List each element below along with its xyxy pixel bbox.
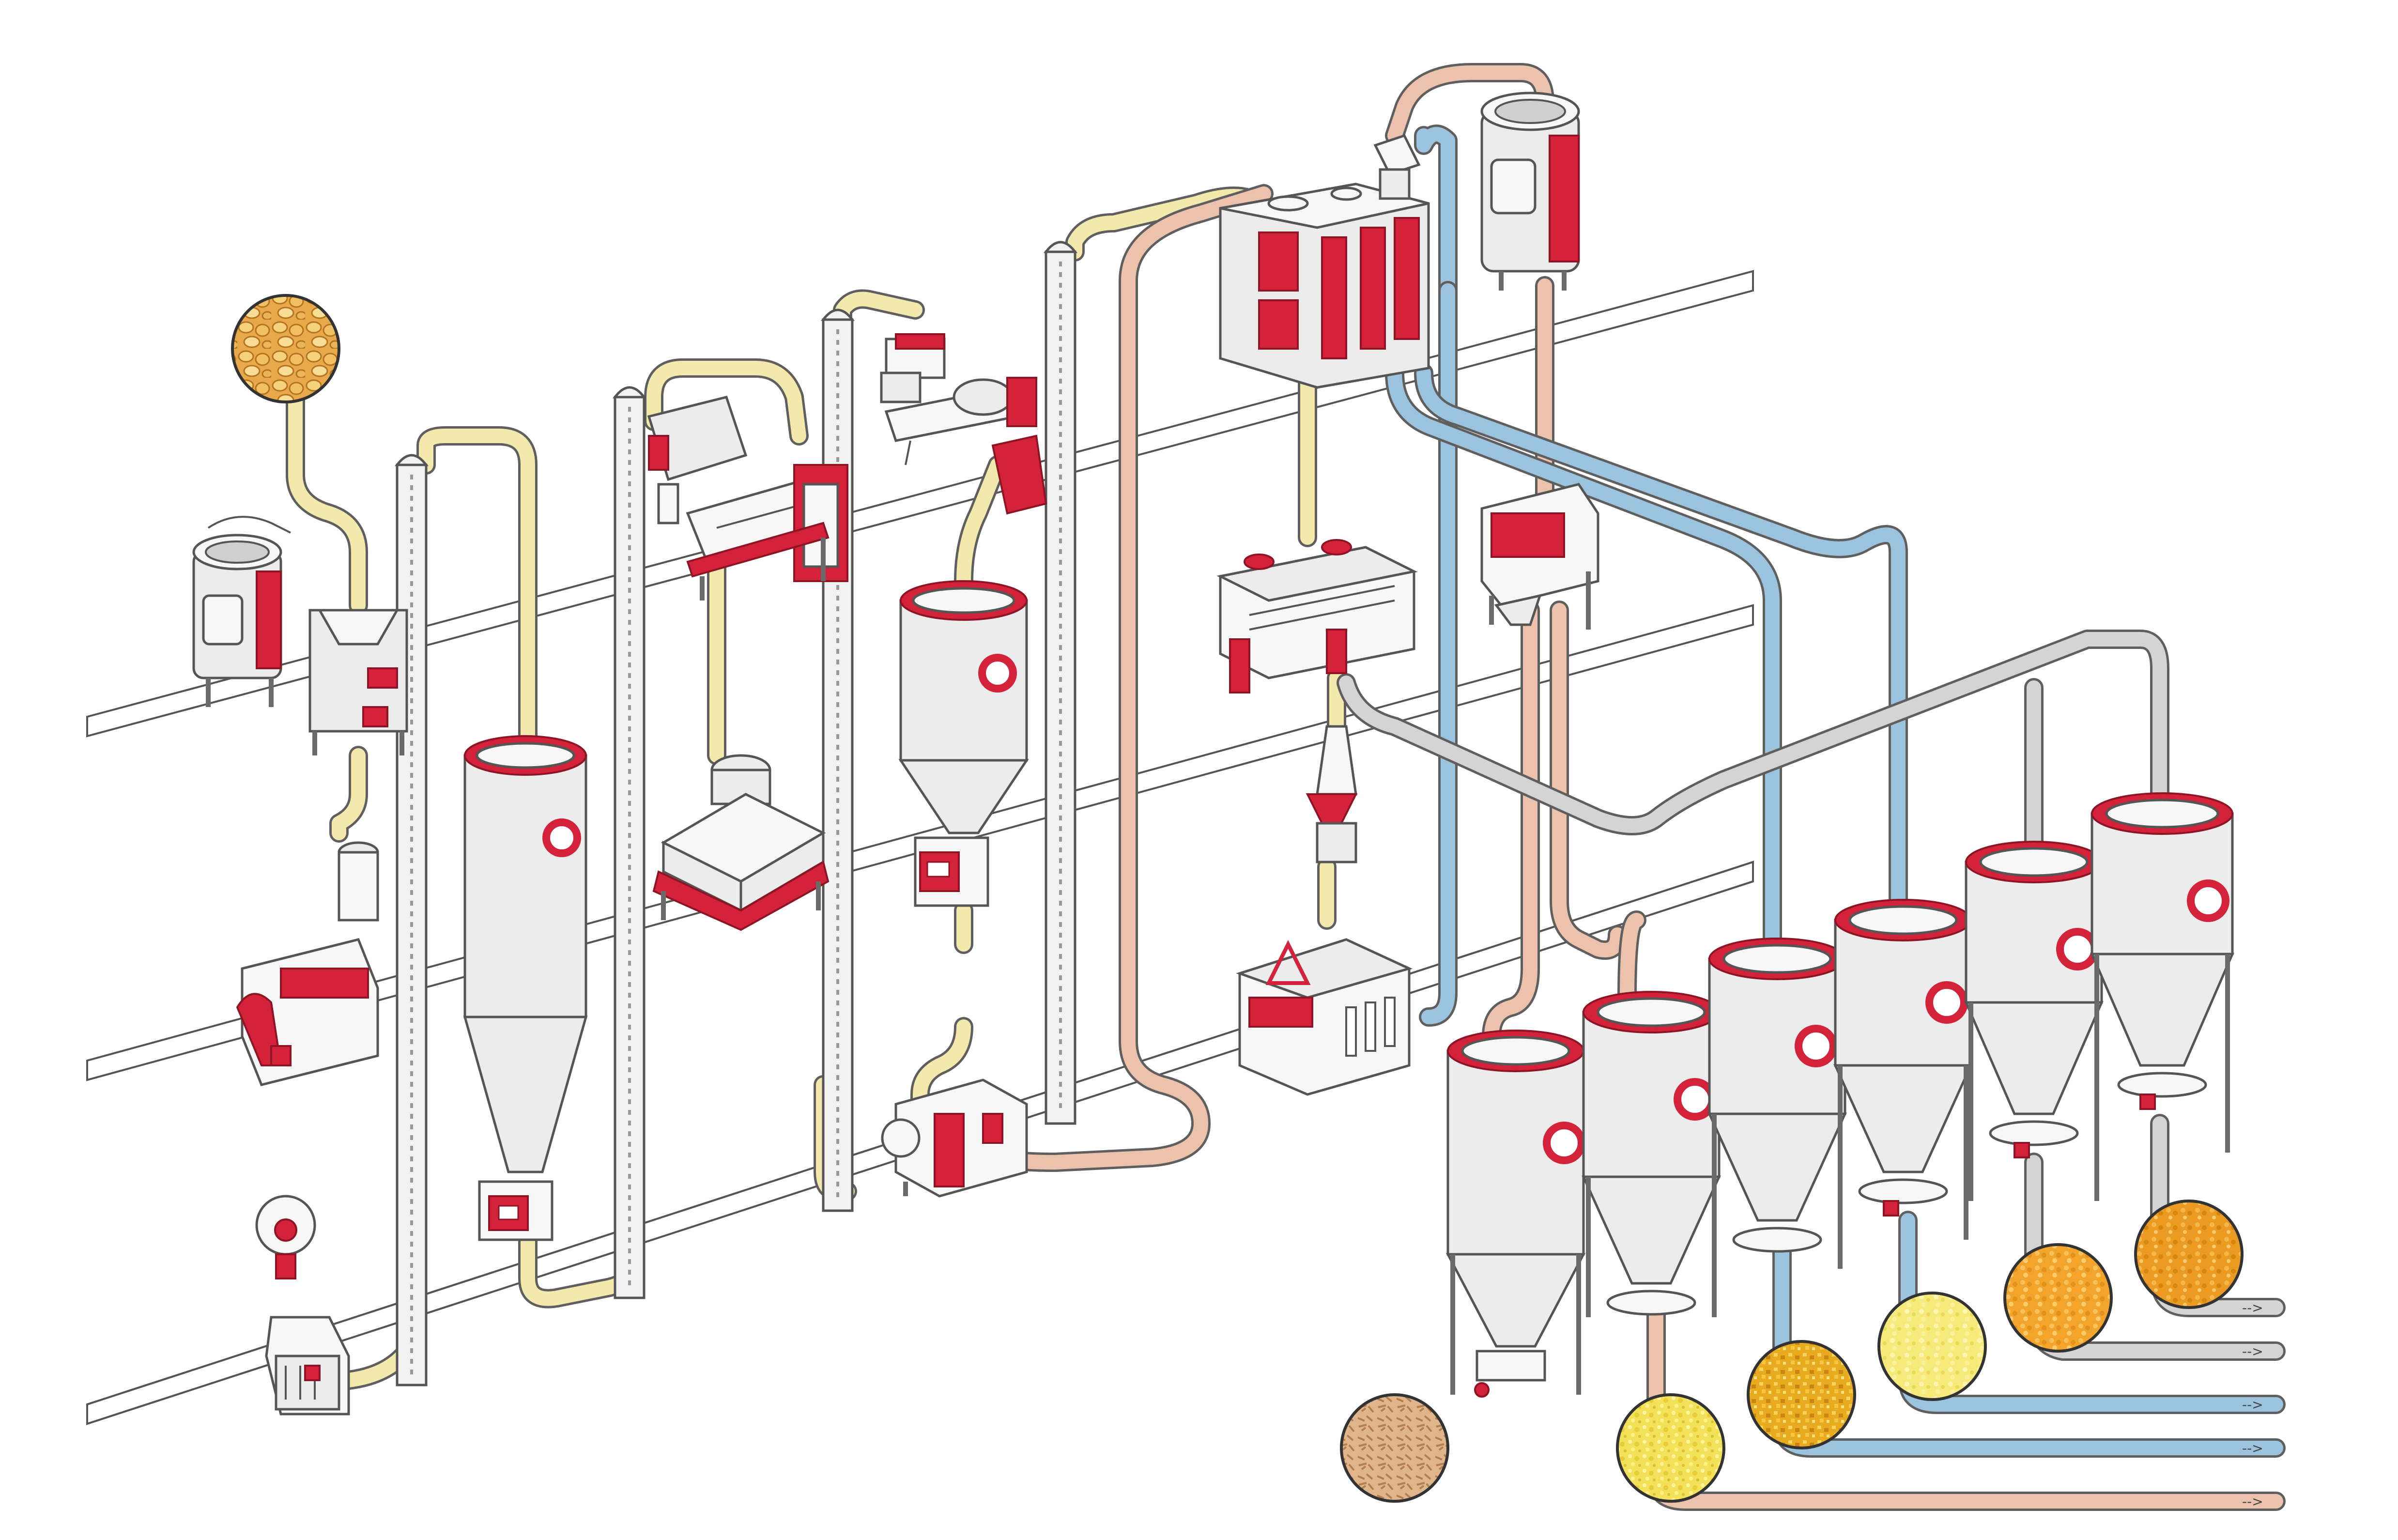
- airlock-cyclone-small: [1373, 134, 1421, 200]
- output-arrow-4: -->: [2242, 1440, 2263, 1456]
- bucket-elevator-3: [820, 308, 855, 1212]
- arrow-right-icon: -->: [2242, 1343, 2263, 1359]
- arrow-right-icon: -->: [2242, 1300, 2263, 1316]
- product-silo-4: [1833, 899, 1973, 1240]
- roller-mill-ground: [1236, 938, 1413, 1096]
- output-arrow-5: -->: [2242, 1494, 2263, 1509]
- scourer-middle-left: [236, 841, 379, 1086]
- plansifter-top: [1219, 183, 1430, 389]
- maize-grits-icon: [1747, 1340, 1856, 1449]
- bran-icon: [1340, 1393, 1449, 1503]
- bran-finisher-middle: [1480, 483, 1599, 630]
- cyclone-filter-right: [1480, 92, 1580, 291]
- separator-top-left: [308, 609, 408, 755]
- coarse-grits-icon: [2003, 1243, 2113, 1353]
- arrow-right-icon: -->: [2242, 1440, 2263, 1456]
- impact-detacher: [1306, 725, 1358, 863]
- product-silo-5: [1964, 841, 2104, 1201]
- silo-middle-with-ring: [898, 580, 1029, 907]
- bucket-elevator-2: [612, 386, 647, 1299]
- arrow-right-icon: -->: [2242, 1494, 2263, 1509]
- bucket-elevator-1: [394, 454, 429, 1386]
- degerminator-ground: [881, 1078, 1028, 1198]
- product-silo-2: [1582, 991, 1721, 1317]
- vibro-separator-middle: [652, 754, 830, 931]
- dampener-top: [880, 333, 1047, 515]
- corn-kernels-icon: [231, 294, 340, 403]
- floor-top: [86, 270, 1754, 738]
- output-arrows: --> --> --> --> -->: [2242, 1300, 2263, 1509]
- output-arrow-1: -->: [2242, 1300, 2263, 1316]
- silo-tall-middle: [463, 735, 588, 1241]
- bucket-elevator-4: [1043, 241, 1078, 1125]
- product-silo-6: [2090, 792, 2234, 1153]
- cyclone-filter-left: [192, 516, 291, 707]
- corn-semolina-icon: [2134, 1200, 2244, 1309]
- product-silo-3: [1707, 938, 1847, 1269]
- destoner-top: [686, 464, 848, 601]
- roller-mill-middle: [1216, 539, 1418, 693]
- magnet-ground: [265, 1316, 350, 1416]
- pipes-yellow: [286, 186, 1346, 1390]
- product-silo-1: [1445, 1030, 1586, 1398]
- output-arrow-3: -->: [2242, 1397, 2263, 1413]
- scourer-top: [647, 396, 748, 524]
- arrow-right-icon: -->: [2242, 1397, 2263, 1413]
- output-arrow-2: -->: [2242, 1343, 2263, 1359]
- corn-meal-icon: [1877, 1292, 1987, 1401]
- fan-blower-ground: [255, 1195, 316, 1279]
- yellow-flour-icon: [1616, 1393, 1725, 1503]
